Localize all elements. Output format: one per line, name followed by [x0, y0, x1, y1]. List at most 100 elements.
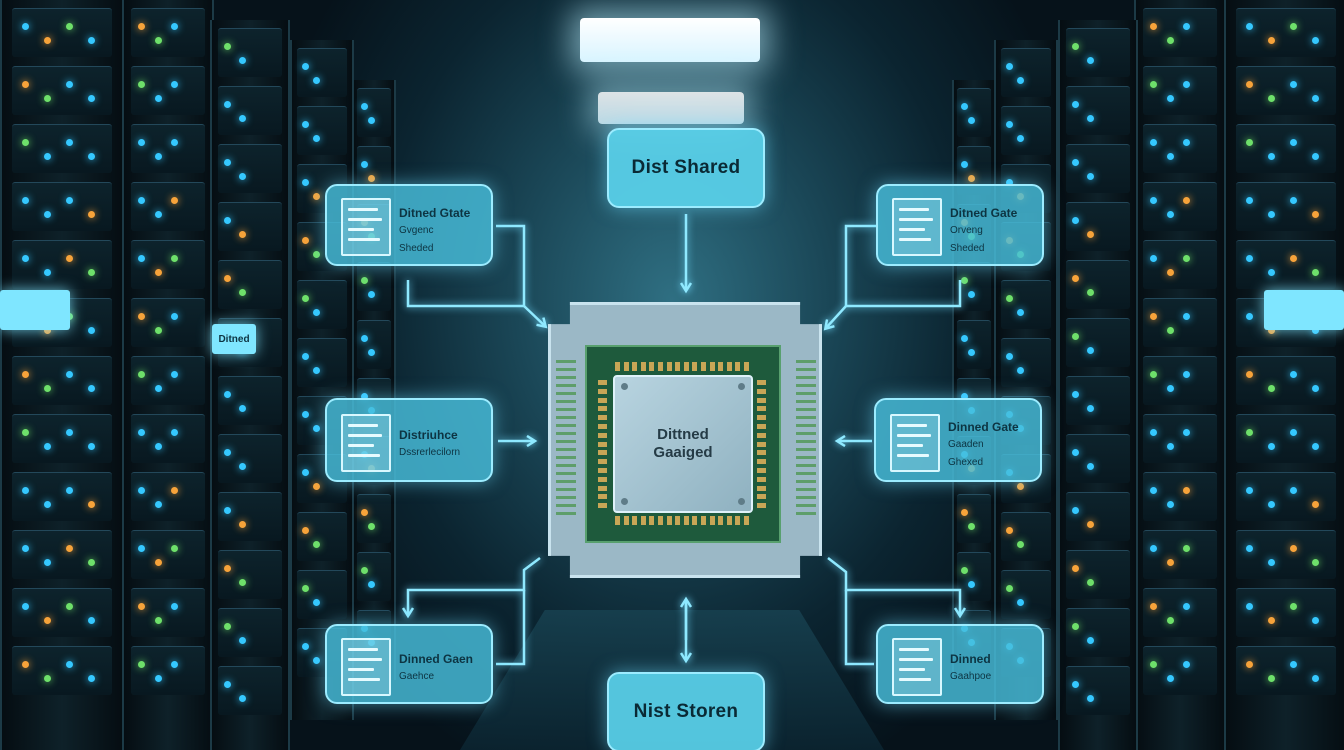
chip-pin: [796, 456, 816, 459]
status-led: [1245, 139, 1253, 146]
rack-unit: [11, 588, 113, 637]
chip-pin: [709, 362, 715, 371]
chip-pin: [796, 472, 816, 475]
status-led: [170, 23, 178, 30]
chip-pin: [658, 362, 663, 371]
rack-unit: [131, 356, 205, 405]
arrow-left-upper-in: [523, 305, 545, 326]
rack-unit: [11, 8, 113, 57]
status-led: [360, 393, 368, 400]
status-led: [1182, 371, 1190, 378]
status-led: [154, 153, 162, 160]
status-led: [1267, 385, 1275, 392]
status-led: [1166, 95, 1174, 102]
rack-display: [0, 290, 70, 330]
status-led: [138, 139, 146, 146]
chip-pin: [598, 503, 607, 509]
status-led: [43, 153, 51, 160]
status-led: [1245, 313, 1253, 320]
status-led: [1016, 541, 1024, 548]
status-led: [1182, 255, 1190, 262]
status-led: [1182, 603, 1190, 610]
status-led: [1072, 159, 1080, 166]
status-led: [967, 349, 975, 356]
box-right-upper-title: Ditned Gate: [950, 206, 1018, 220]
rack-unit: [11, 66, 113, 115]
box-left-lower-title: Dinned Gaen: [399, 652, 474, 666]
status-led: [1086, 405, 1094, 412]
status-led: [1290, 81, 1298, 88]
status-led: [154, 501, 162, 508]
chip-pin: [757, 415, 766, 421]
chip-pin: [757, 494, 766, 500]
status-led: [43, 327, 51, 334]
status-led: [960, 567, 968, 574]
status-led: [301, 643, 309, 650]
status-led: [1166, 37, 1174, 44]
status-led: [238, 57, 246, 64]
chip-pin: [556, 408, 576, 411]
status-led: [170, 661, 178, 668]
chip-pin: [735, 516, 741, 525]
status-led: [1150, 661, 1158, 668]
rack-unit: [11, 646, 113, 695]
status-led: [1245, 23, 1253, 30]
status-led: [1016, 483, 1024, 490]
status-led: [1150, 545, 1158, 552]
status-led: [138, 371, 146, 378]
rack-unit: [218, 144, 282, 193]
chip-pin: [744, 516, 749, 525]
chip-pin: [757, 424, 766, 429]
chip-pin: [556, 480, 576, 483]
chip-pin: [556, 416, 576, 419]
status-led: [1005, 295, 1013, 302]
rack-unit: [1066, 144, 1130, 193]
status-led: [170, 429, 178, 436]
status-led: [1086, 637, 1094, 644]
status-led: [238, 579, 246, 586]
chip-pin: [796, 512, 816, 515]
chip-pin: [632, 362, 638, 371]
box-right-middle-line2: Gaaden: [948, 439, 984, 450]
status-led: [1086, 57, 1094, 64]
status-led: [1182, 545, 1190, 552]
rack-unit: [131, 646, 205, 695]
status-led: [360, 161, 368, 168]
status-led: [1005, 179, 1013, 186]
chip-pin: [623, 362, 629, 371]
box-left-middle-line2: Dssrerlecilorn: [399, 447, 461, 458]
status-led: [238, 695, 246, 702]
status-led: [367, 349, 375, 356]
status-led: [1312, 95, 1320, 102]
status-led: [1245, 545, 1253, 552]
chip-pin: [757, 397, 766, 403]
rack-unit: [357, 262, 391, 311]
server-rack: [0, 0, 124, 750]
rack-unit: [218, 608, 282, 657]
status-led: [88, 501, 96, 508]
status-led: [66, 23, 74, 30]
server-rack: [1224, 0, 1344, 750]
chip-pin: [796, 432, 816, 435]
status-led: [1312, 443, 1320, 450]
status-led: [1086, 289, 1094, 296]
rack-unit: [131, 182, 205, 231]
chip-pin: [556, 368, 576, 371]
chip-pin: [666, 516, 672, 525]
status-led: [138, 23, 146, 30]
status-led: [1182, 487, 1190, 494]
status-led: [301, 179, 309, 186]
rack-unit: [1143, 240, 1217, 289]
status-led: [43, 617, 51, 624]
status-led: [21, 255, 29, 262]
rack-unit: [1143, 356, 1217, 405]
status-led: [154, 95, 162, 102]
status-led: [1166, 327, 1174, 334]
rack-unit: [1235, 588, 1337, 637]
status-led: [224, 449, 232, 456]
status-led: [1312, 617, 1320, 624]
chip-pin: [556, 400, 576, 403]
status-led: [170, 545, 178, 552]
arrow-left-lower-2: [496, 590, 526, 666]
